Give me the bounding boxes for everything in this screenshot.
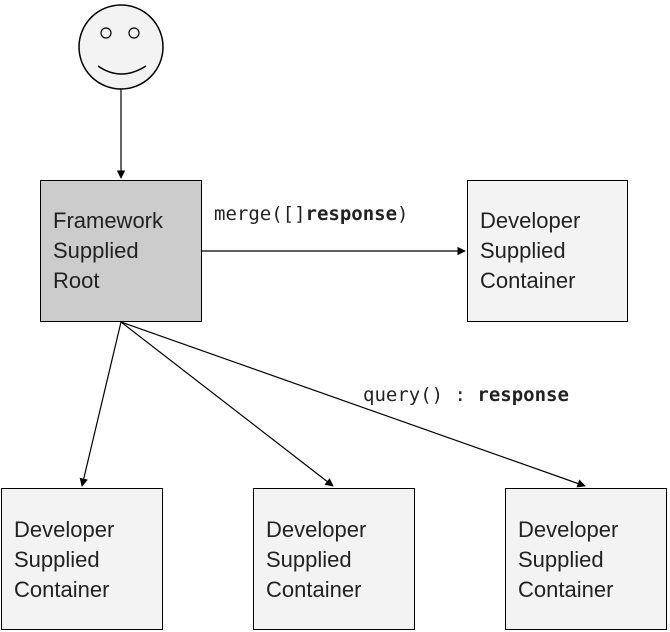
query-response-type: response [477, 384, 569, 406]
query-arrow-right [120, 321, 586, 488]
framework-root-label: Framework Supplied Root [53, 208, 164, 293]
developer-container-bottom-left: Developer Supplied Container [1, 488, 163, 630]
developer-container-label: Developer Supplied Container [518, 517, 619, 602]
developer-container-label: Developer Supplied Container [480, 208, 581, 293]
developer-container-bottom-middle: Developer Supplied Container [253, 488, 415, 630]
smiley-face-icon [78, 4, 164, 90]
query-edge-label: query() : response [363, 384, 569, 406]
developer-container-label: Developer Supplied Container [266, 517, 367, 602]
merge-edge-label: merge([]response) [214, 203, 408, 225]
query-arrow-left [79, 321, 122, 487]
merge-call-text: merge([] [214, 203, 306, 225]
developer-container-bottom-right: Developer Supplied Container [505, 488, 667, 630]
merge-close-paren: ) [397, 203, 409, 225]
developer-container-right: Developer Supplied Container [467, 180, 628, 322]
query-call-text: query() : [363, 384, 478, 406]
developer-container-label: Developer Supplied Container [14, 517, 115, 602]
query-arrow-middle [120, 321, 334, 487]
merge-response-type: response [305, 203, 398, 225]
framework-root-node: Framework Supplied Root [40, 180, 202, 322]
